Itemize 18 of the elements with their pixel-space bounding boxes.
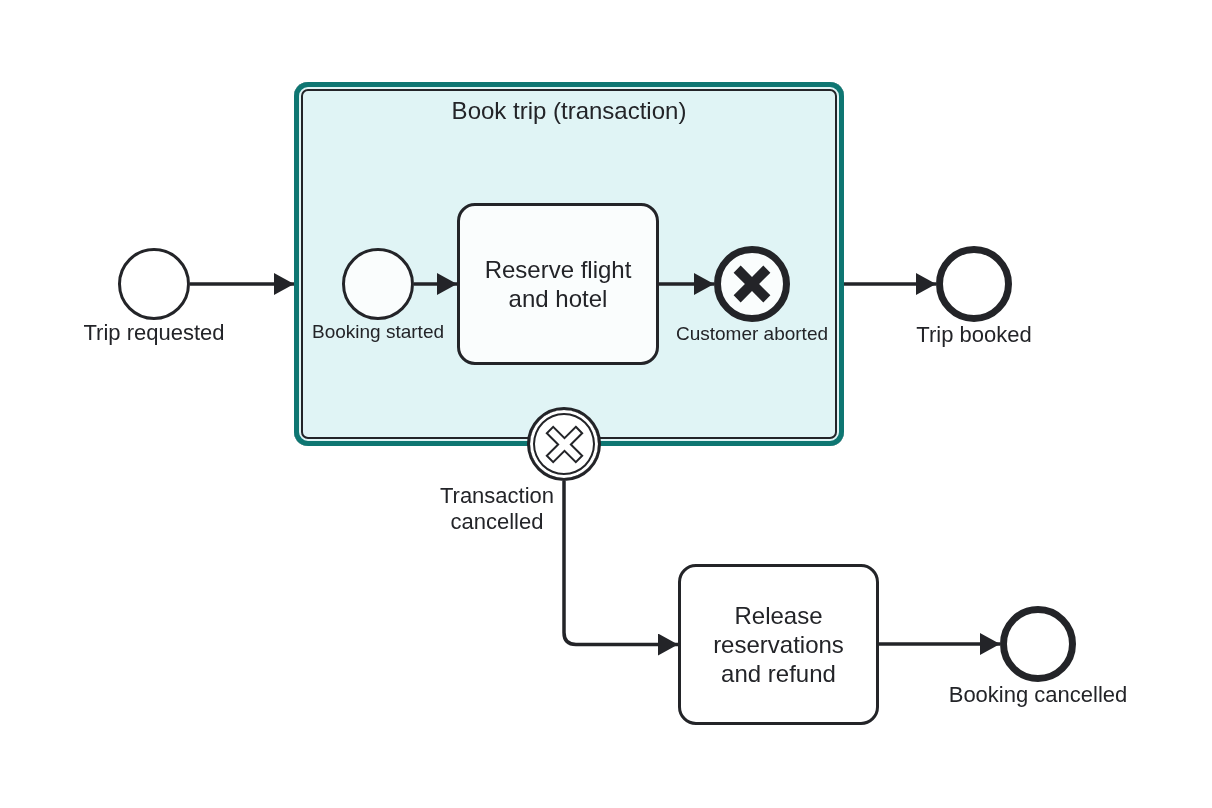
sequence-flow-arrow — [844, 273, 936, 295]
event-label: Trip requested — [83, 320, 225, 346]
subprocess-title: Book trip (transaction) — [451, 97, 687, 125]
event-label: Transaction cancelled — [438, 483, 556, 535]
sequence-flow-arrow — [562, 481, 678, 656]
sequence-flow-arrow — [659, 273, 714, 295]
task-box — [678, 564, 879, 725]
sequence-flow-arrow — [414, 273, 457, 295]
event-label: Booking cancelled — [948, 682, 1128, 708]
event-label: Trip booked — [916, 322, 1032, 348]
task-box — [457, 203, 659, 365]
sequence-flow-arrow — [190, 273, 294, 295]
sequence-flow-arrow — [879, 633, 1000, 655]
event-label: Customer aborted — [675, 322, 829, 346]
event-label: Booking started — [312, 320, 444, 344]
transaction-subprocess — [294, 82, 844, 446]
task-label: Reserve flight and hotel — [483, 255, 633, 313]
task-label: Release reservations and refund — [712, 601, 845, 688]
